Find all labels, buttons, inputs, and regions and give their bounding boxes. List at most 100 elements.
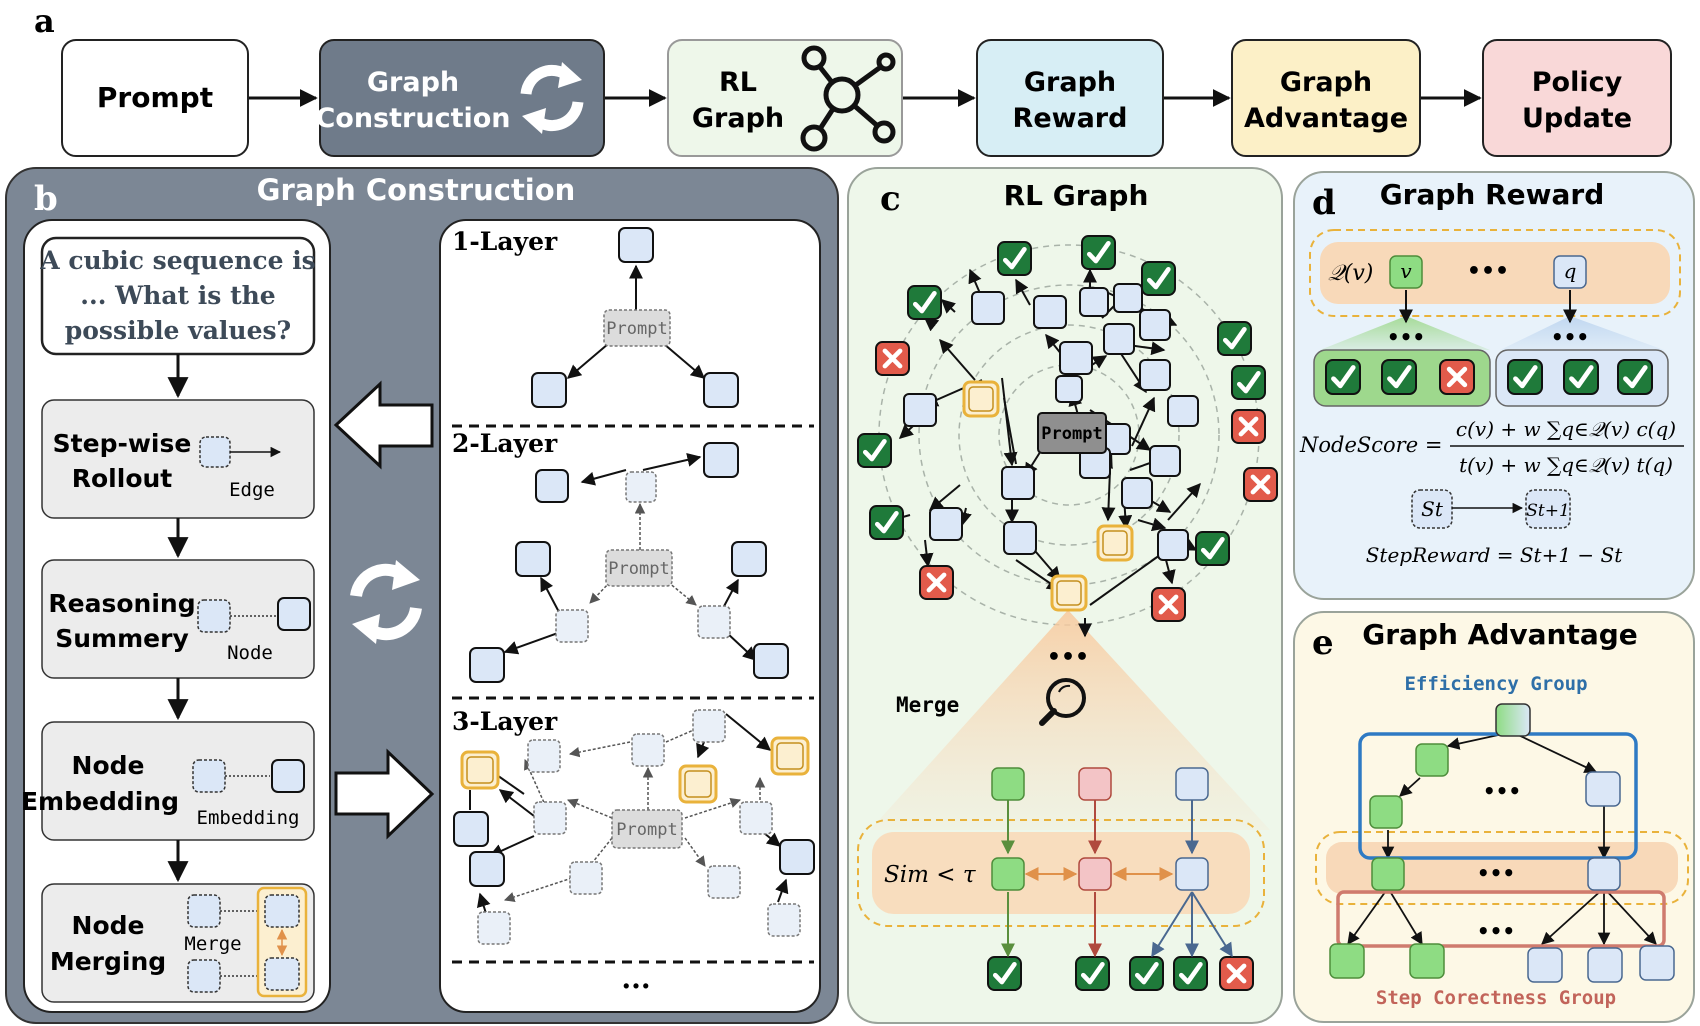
nodescore-lhs: NodeScore = xyxy=(1299,433,1442,457)
check-icon xyxy=(907,285,942,320)
check-icon xyxy=(1325,359,1361,395)
layer2-graph: Prompt xyxy=(469,442,789,683)
panel-c: c RL Graph xyxy=(847,167,1283,1024)
rl-graph-nodes xyxy=(903,283,1199,561)
network-icon xyxy=(800,45,896,152)
check-icon xyxy=(869,505,904,540)
check-icon xyxy=(1507,359,1543,395)
pipeline-prompt-label: Prompt xyxy=(97,81,213,114)
pipeline-graph-advantage-box: Graph Advantage xyxy=(1231,39,1421,157)
node-merging-box: Node Merging Merge xyxy=(41,883,315,1003)
stepreward-formula: StepReward = St+1 − St xyxy=(1366,543,1624,567)
step-rollout-tag: Edge xyxy=(229,479,275,501)
layer-more: ... xyxy=(621,962,650,995)
layer3-graph: Prompt xyxy=(453,709,815,945)
reasoning-tag: Node xyxy=(227,642,273,664)
layer2-prompt-node: Prompt xyxy=(608,559,669,579)
q-node-label: q xyxy=(1564,259,1577,283)
check-icon xyxy=(857,433,892,468)
reward-outcomes xyxy=(1325,359,1653,395)
pipeline-ga-line1: Graph xyxy=(1280,67,1372,98)
step-correctness-group-label: Step Corectness Group xyxy=(1376,987,1616,1009)
check-icon xyxy=(1141,261,1176,296)
panel-b: b Graph Construction A cubic sequence is… xyxy=(5,167,839,1024)
st-label: St xyxy=(1421,497,1444,521)
merging-line1: Node xyxy=(72,911,145,940)
pipeline-pu-line2: Update xyxy=(1522,103,1632,134)
check-icon xyxy=(1231,365,1266,400)
pipeline-policy-update-box: Policy Update xyxy=(1482,39,1672,157)
embedding-line2: Embedding xyxy=(21,787,179,816)
pipeline-gr-line2: Reward xyxy=(1013,103,1128,134)
efficiency-ellipsis: ••• xyxy=(1483,779,1521,803)
panel-d-title: Graph Reward xyxy=(1380,178,1605,211)
pipeline-rl-graph-box: RL Graph xyxy=(667,39,903,157)
panel-letter-b: b xyxy=(34,179,58,219)
check-icon xyxy=(987,956,1022,991)
panel-e: e Graph Advantage Efficiency Group ••• xyxy=(1293,611,1695,1023)
magnifier-icon xyxy=(1039,678,1086,726)
nodescore-denominator: t(v) + w ∑q∈𝒬(v) t(q) xyxy=(1459,453,1673,477)
rl-graph-ellipsis: ••• xyxy=(1047,645,1089,670)
embedding-line1: Node xyxy=(72,751,145,780)
panel-b-title: Graph Construction xyxy=(257,173,576,207)
check-icon xyxy=(1217,321,1252,356)
layer1-prompt-node: Prompt xyxy=(606,319,667,339)
step-rollout-line1: Step-wise xyxy=(53,429,192,458)
layer3-prompt-node: Prompt xyxy=(616,820,677,840)
panel-letter-a: a xyxy=(34,2,55,40)
refresh-icon xyxy=(520,62,584,134)
pipeline-rl-line2: Graph xyxy=(692,103,784,134)
check-icon xyxy=(1129,956,1164,991)
question-line2: ... What is the xyxy=(80,281,275,310)
v-node-label: v xyxy=(1400,259,1412,283)
question-box: A cubic sequence is ... What is the poss… xyxy=(39,236,316,356)
rl-graph-highlight-nodes xyxy=(962,380,1134,612)
cross-icon xyxy=(1231,409,1266,444)
left-hollow-arrow xyxy=(333,380,434,470)
check-icon xyxy=(1617,359,1653,395)
qv-ellipsis: ••• xyxy=(1467,259,1509,284)
efficiency-group-label: Efficiency Group xyxy=(1404,673,1587,695)
step-rollout-line2: Rollout xyxy=(72,464,173,493)
node-embedding-box: Node Embedding Embedding xyxy=(21,721,315,841)
panel-c-title: RL Graph xyxy=(1004,179,1149,212)
panel-letter-c: c xyxy=(880,179,901,219)
panel-a: a Prompt Graph Construction RL Graph xyxy=(34,2,1672,157)
zone-ellipsis: ••• xyxy=(1477,861,1515,885)
check-icon xyxy=(997,241,1032,276)
layer3-label: 3-Layer xyxy=(452,707,558,736)
qv-label: 𝒬(v) xyxy=(1328,261,1373,286)
embedding-tag: Embedding xyxy=(197,807,300,829)
pipeline-gr-line1: Graph xyxy=(1024,67,1116,98)
rl-graph-prompt-node: Prompt xyxy=(1041,424,1102,444)
panel-e-title: Graph Advantage xyxy=(1362,618,1638,651)
pipeline-graph-reward-box: Graph Reward xyxy=(976,39,1164,157)
cycle-icon xyxy=(350,560,422,644)
step-rollout-box: Step-wise Rollout Edge xyxy=(41,399,315,519)
check-icon xyxy=(1075,956,1110,991)
cross-icon xyxy=(919,565,954,600)
layer1-label: 1-Layer xyxy=(452,227,558,256)
pipeline-prompt-box: Prompt xyxy=(61,39,249,157)
reasoning-line1: Reasoning xyxy=(48,589,195,618)
panel-letter-d: d xyxy=(1312,183,1336,223)
cross-icon xyxy=(1151,587,1186,622)
pipeline-graph-construction-box: Graph Construction xyxy=(315,39,605,157)
pipeline-gc-line2: Construction xyxy=(315,103,510,134)
pipeline-gc-line1: Graph xyxy=(367,67,459,98)
cross-icon xyxy=(1243,467,1278,502)
cross-icon xyxy=(1219,956,1254,991)
green-ellipsis: ••• xyxy=(1387,325,1425,349)
correctness-ellipsis: ••• xyxy=(1477,919,1515,943)
pipeline-pu-line1: Policy xyxy=(1532,67,1623,98)
merge-label: Merge xyxy=(896,693,959,717)
merging-tag: Merge xyxy=(184,933,241,955)
sim-tau-label: Sim < τ xyxy=(884,862,977,888)
pipeline-ga-line2: Advantage xyxy=(1244,103,1408,134)
question-line3: possible values? xyxy=(65,316,291,345)
layer2-label: 2-Layer xyxy=(452,429,558,458)
layer1-graph: Prompt xyxy=(531,227,739,408)
reasoning-line2: Summery xyxy=(55,624,188,653)
